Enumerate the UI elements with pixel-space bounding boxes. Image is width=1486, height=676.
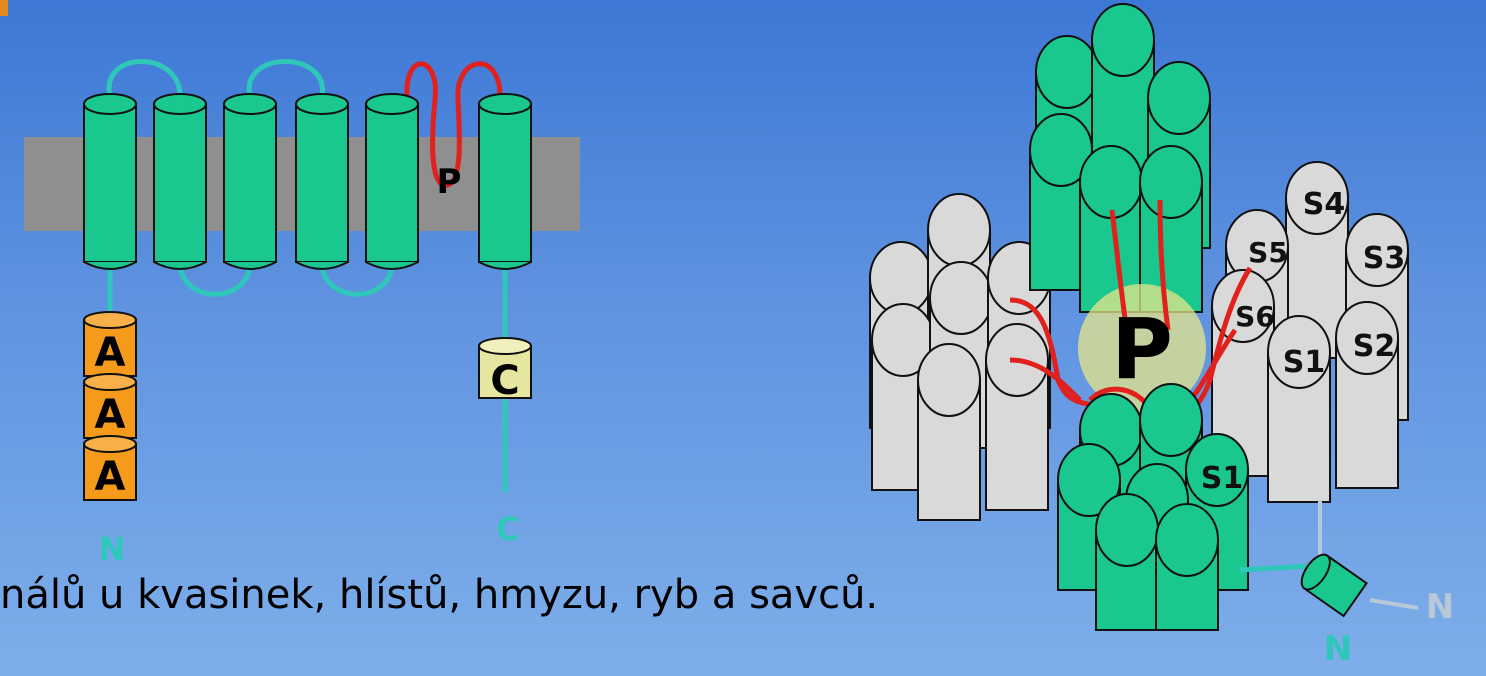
tm-helices [83,93,532,270]
top-green-helix-5 [1079,145,1143,313]
n-terminal-domain [1300,553,1368,618]
segment-label-s3: S3 [1363,241,1405,276]
segment-label-s4: S4 [1303,187,1345,222]
segment-label-s2: S2 [1353,329,1395,364]
left-gray-helix-7 [985,323,1049,511]
n-terminus-label-right-1: N [1324,629,1352,669]
segment-label-s6: S6 [1235,300,1275,333]
segment-label-s1-gray: S1 [1283,345,1325,380]
right-tetramer-diagram: P S4 S3 S5 S6 S2 S1 S1 [869,3,1454,669]
ankyrin-label-1: A [95,330,126,376]
bottom-green-helix-6 [1155,503,1219,631]
tm-helix-s5 [365,93,419,270]
corner-accent [0,0,8,16]
subunit-left-gray [869,193,1051,521]
tm-helix-s3 [223,93,277,270]
c-terminus-label-left: C [496,510,519,548]
c-terminal-domain: C [478,337,532,404]
ankyrin-repeat-1: A [83,311,137,377]
bottom-green-helix-5 [1095,493,1159,631]
ankyrin-label-2: A [95,392,126,438]
n-terminus-label-left: N [99,530,126,568]
extracellular-loop-2 [246,59,325,97]
subunit-bottom-green [1057,383,1249,631]
pore-label-right: P [1111,300,1173,398]
intracellular-loop-1 [177,261,253,297]
extracellular-loop-1 [106,59,183,97]
tm-helix-s2 [153,93,207,270]
pore-label-left: P [437,162,462,202]
ankyrin-repeat-2: A [83,373,137,439]
segment-labels: S4 S3 S5 S6 S2 S1 S1 [1201,187,1405,496]
c-domain-label: C [490,358,519,404]
pore-glow [1078,284,1206,412]
tm-helix-s4 [295,93,349,270]
segment-label-s5: S5 [1248,236,1288,269]
intracellular-loop-2 [319,261,395,297]
right-gray-helix-s2 [1335,301,1399,489]
slide-caption: nálů u kvasinek, hlístů, hmyzu, ryb a sa… [0,572,879,618]
n-terminus-label-right-2: N [1426,587,1454,627]
pore-loop [404,61,503,188]
n-terminal-linker [1239,563,1311,573]
ankyrin-label-3: A [95,454,126,500]
left-topology-diagram: P A A A C N C [24,59,580,568]
right-gray-helix-s1 [1267,315,1331,503]
segment-label-s1-green: S1 [1201,461,1243,496]
left-gray-helix-6 [917,343,981,521]
ankyrin-repeats: A A A [83,311,137,501]
n-terminal-faint-link-2 [1369,598,1419,610]
ankyrin-repeat-3: A [83,435,137,501]
subunit-top-green [1029,3,1211,313]
tm-helix-s6 [478,93,532,270]
tm-helix-s1 [83,93,137,270]
